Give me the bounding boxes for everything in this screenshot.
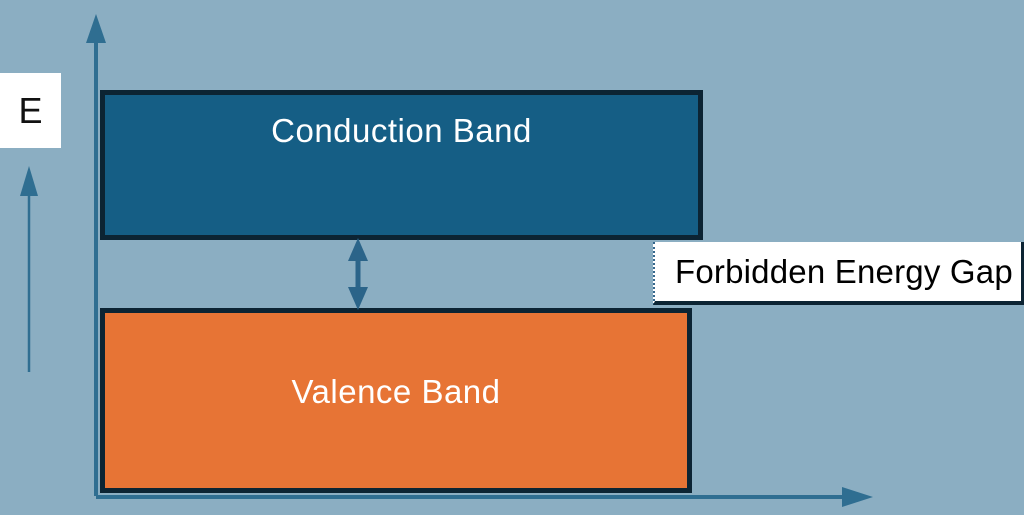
forbidden-gap-label: Forbidden Energy Gap: [675, 252, 1013, 290]
conduction-band-label: Conduction Band: [271, 112, 532, 149]
energy-direction-up-arrow-icon: [20, 166, 38, 372]
valence-band-label: Valence Band: [291, 372, 501, 410]
energy-axis-label: E: [18, 89, 43, 131]
forbidden-gap-label-box: Forbidden Energy Gap: [653, 242, 1024, 305]
energy-axis-label-box: E: [0, 73, 61, 148]
band-gap-double-arrow-icon: [348, 238, 368, 310]
conduction-band: Conduction Band: [100, 90, 703, 240]
valence-band: Valence Band: [100, 308, 692, 493]
